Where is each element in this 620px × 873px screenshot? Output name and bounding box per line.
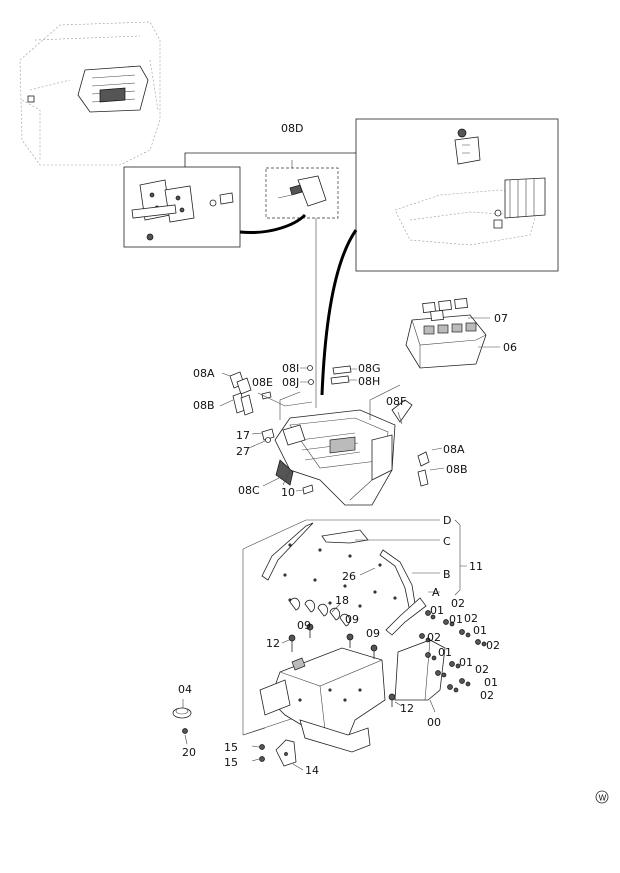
- machine-overview-sketch: [19, 21, 161, 166]
- label-A: A: [432, 586, 440, 599]
- label-18: 18: [335, 594, 349, 607]
- label-12-b: 12: [400, 702, 414, 715]
- console-small-parts: [219, 365, 445, 495]
- label-09-c: 09: [366, 627, 380, 640]
- console-housing: [262, 384, 401, 506]
- base-frame: [242, 647, 386, 753]
- detail-inset-right: [355, 118, 559, 272]
- part-labels: 08D 07 06 08A 08E 08B 08I 08J 08G 08H 08…: [178, 122, 517, 777]
- label-09-b: 09: [345, 613, 359, 626]
- hook-clips: [289, 597, 351, 627]
- label-02-f: 02: [480, 689, 494, 702]
- inset-connector-lines: [184, 152, 358, 408]
- label-08I: 08I: [282, 362, 299, 375]
- label-08B-left: 08B: [193, 399, 215, 412]
- label-17: 17: [236, 429, 250, 442]
- label-01-a: 01: [430, 604, 444, 617]
- watermark-letter: W: [599, 794, 607, 803]
- label-15-a: 15: [224, 741, 238, 754]
- label-02-c: 02: [427, 631, 441, 644]
- label-26: 26: [342, 570, 356, 583]
- label-B: B: [443, 568, 451, 581]
- label-11: 11: [469, 560, 483, 573]
- label-02-b: 02: [464, 612, 478, 625]
- label-02-a: 02: [451, 597, 465, 610]
- label-08C: 08C: [238, 484, 260, 497]
- label-C: C: [443, 535, 451, 548]
- label-04: 04: [178, 683, 192, 696]
- label-08F: 08F: [386, 395, 406, 408]
- label-08G: 08G: [358, 362, 381, 375]
- label-01-e: 01: [459, 656, 473, 669]
- bolts: [281, 623, 403, 707]
- label-27: 27: [236, 445, 250, 458]
- detail-inset-left: [123, 166, 241, 248]
- label-12-a: 12: [266, 637, 280, 650]
- label-08A-left: 08A: [193, 367, 215, 380]
- label-01-c: 01: [473, 624, 487, 637]
- label-08D: 08D: [281, 122, 303, 135]
- label-06: 06: [503, 341, 517, 354]
- detail-inset-center-dashed: [265, 167, 339, 219]
- watermark-logo: W: [595, 790, 609, 804]
- label-D: D: [443, 514, 451, 527]
- label-10: 10: [281, 486, 295, 499]
- label-08H: 08H: [358, 375, 380, 388]
- switch-panel-assembly: [405, 297, 500, 369]
- label-02-d: 02: [486, 639, 500, 652]
- label-08E: 08E: [252, 376, 273, 389]
- label-01-b: 01: [449, 613, 463, 626]
- label-20: 20: [182, 746, 196, 759]
- cap-grommet: [172, 699, 192, 745]
- label-02-e: 02: [475, 663, 489, 676]
- label-08J: 08J: [282, 376, 299, 389]
- bracket-and-screws: [251, 739, 304, 771]
- label-14: 14: [305, 764, 319, 777]
- label-01-d: 01: [438, 646, 452, 659]
- label-08B-right: 08B: [446, 463, 468, 476]
- label-00: 00: [427, 716, 441, 729]
- label-07: 07: [494, 312, 508, 325]
- nuts-washers: [419, 610, 487, 693]
- trim-strips: [261, 519, 467, 636]
- label-15-b: 15: [224, 756, 238, 769]
- label-09-a: 09: [297, 619, 311, 632]
- label-01-f: 01: [484, 676, 498, 689]
- label-08A-right: 08A: [443, 443, 465, 456]
